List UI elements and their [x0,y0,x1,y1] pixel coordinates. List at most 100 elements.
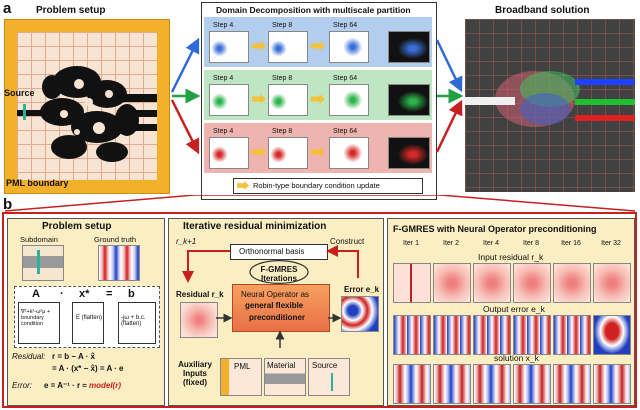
error-thumb [341,296,379,332]
step-label: Step 8 [272,22,293,29]
output-error-iter-thumb [553,315,591,355]
source-label: Source [4,88,35,98]
residual-iter-thumb [553,263,591,303]
solution-iter-thumb [473,364,511,404]
dd-title: Domain Decomposition with multiscale par… [216,5,411,15]
residual-iter-thumb [433,263,471,303]
solution-iter-thumb [393,364,431,404]
output-error-iter-thumb [593,315,631,355]
robin-step-arrow-icon [311,94,325,104]
vector-b-text: -jω + b.c. (flatten) [121,315,146,327]
material-pattern [17,66,157,162]
solution-label: solution x_k [494,353,539,363]
step-label: Step 64 [333,128,358,135]
no-line3: preconditioner [249,313,306,322]
panel-letter-b: b [3,196,13,213]
broadband-image [465,19,635,192]
solution-iter-thumb [593,364,631,404]
output-error-iter-thumb [473,315,511,355]
residual-iter-thumb [513,263,551,303]
residual-thumb [180,302,218,338]
eq-dot: · [60,288,64,300]
step-thumb [268,137,308,169]
iter-header: Iter 4 [483,240,499,247]
output-error-label: Output error e_k [483,304,545,314]
solution-iter-thumb [553,364,591,404]
iter-header: Iter 2 [443,240,459,247]
robin-legend: Robin-type boundary condition update [233,178,423,194]
panel-letter-a: a [3,0,12,17]
neural-operator-box: Neural Operator as general flexible prec… [232,284,330,332]
problem-domain [4,19,170,194]
residual-iter-thumb [473,263,511,303]
step-thumb [209,137,249,169]
no-line1: Neural Operator as [241,290,310,299]
step-label: Step 8 [272,75,293,82]
ground-truth-thumb [98,245,140,281]
color-solution-thumb [388,31,430,63]
fgmres-title: F-GMRES with Neural Operator preconditio… [393,224,597,234]
residual-rk-label: Residual r_k [176,290,224,299]
source-thumb: Source [308,358,350,396]
vector-x-text: E (flatten) [76,315,103,321]
error-line-model: model(r) [89,381,121,390]
eq-A: A [32,288,40,300]
iter-header: Iter 1 [403,240,419,247]
output-error-iter-thumb [393,315,431,355]
subdomain-thumb [22,245,64,281]
step-thumb [209,84,249,116]
matrix-box: ∇²+k²-ω²μ + boundary condition [18,302,60,344]
robin-step-arrow-icon [252,94,266,104]
iter-header: Iter 32 [601,240,621,247]
output-error-iter-thumb [433,315,471,355]
step-label: Step 64 [333,22,358,29]
ground-truth-label: Ground truth [94,235,137,244]
step-thumb [329,31,369,63]
basis-label: Orthonormal basis [239,247,305,256]
eq-x: x* [79,288,90,300]
vector-b-box: -jω + b.c. (flatten) [118,302,156,344]
solution-iter-thumb [513,364,551,404]
step-thumb [268,31,308,63]
step-label: Step 4 [213,75,234,82]
basis-box: Orthonormal basis [230,244,328,260]
pml-label: PML [234,362,251,371]
error-label: Error: [12,381,32,390]
broadband-title: Broadband solution [495,5,590,16]
step-thumb [209,31,249,63]
step-thumb [329,137,369,169]
robin-label: Robin-type boundary condition update [253,181,380,190]
robin-step-arrow-icon [252,147,266,157]
input-residual-label: Input residual r_k [478,252,544,262]
eq-b: b [128,288,135,300]
panel-b-frame [2,212,637,408]
residual-iter-thumb [393,263,431,303]
residual-line2: = A · (x* − x̂) = A · e [52,364,124,373]
color-solution-thumb [388,84,430,116]
step-thumb [268,84,308,116]
matrix-text: ∇²+k²-ω²μ + boundary condition [21,309,51,327]
vector-x-box: E (flatten) [72,302,104,344]
output-error-iter-thumb [513,315,551,355]
setup-title: Problem setup [42,221,112,232]
loop-arrows [182,245,359,283]
robin-step-arrow-icon [252,41,266,51]
color-solution-thumb [388,137,430,169]
fanin-arrows [435,39,464,153]
step-label: Step 64 [333,75,358,82]
pml-boundary-label: PML boundary [6,178,69,188]
material-label: Material [267,361,296,370]
no-line2: general flexible [245,301,304,310]
pml-thumb: PML [220,358,262,396]
material-thumb: Material [264,358,306,396]
inner-domain [17,32,157,180]
robin-step-arrow-icon [311,147,325,157]
iter-title: Iterative residual minimization [183,221,327,232]
residual-line1: r = b − A · x̂ [52,352,95,361]
solution-iter-thumb [433,364,471,404]
source-thumb-label: Source [312,361,338,370]
residual-label: Residual: [12,352,46,361]
no-arrows [216,313,342,348]
rk1-label: r_k+1 [176,237,197,246]
robin-arrow-icon [237,181,249,190]
